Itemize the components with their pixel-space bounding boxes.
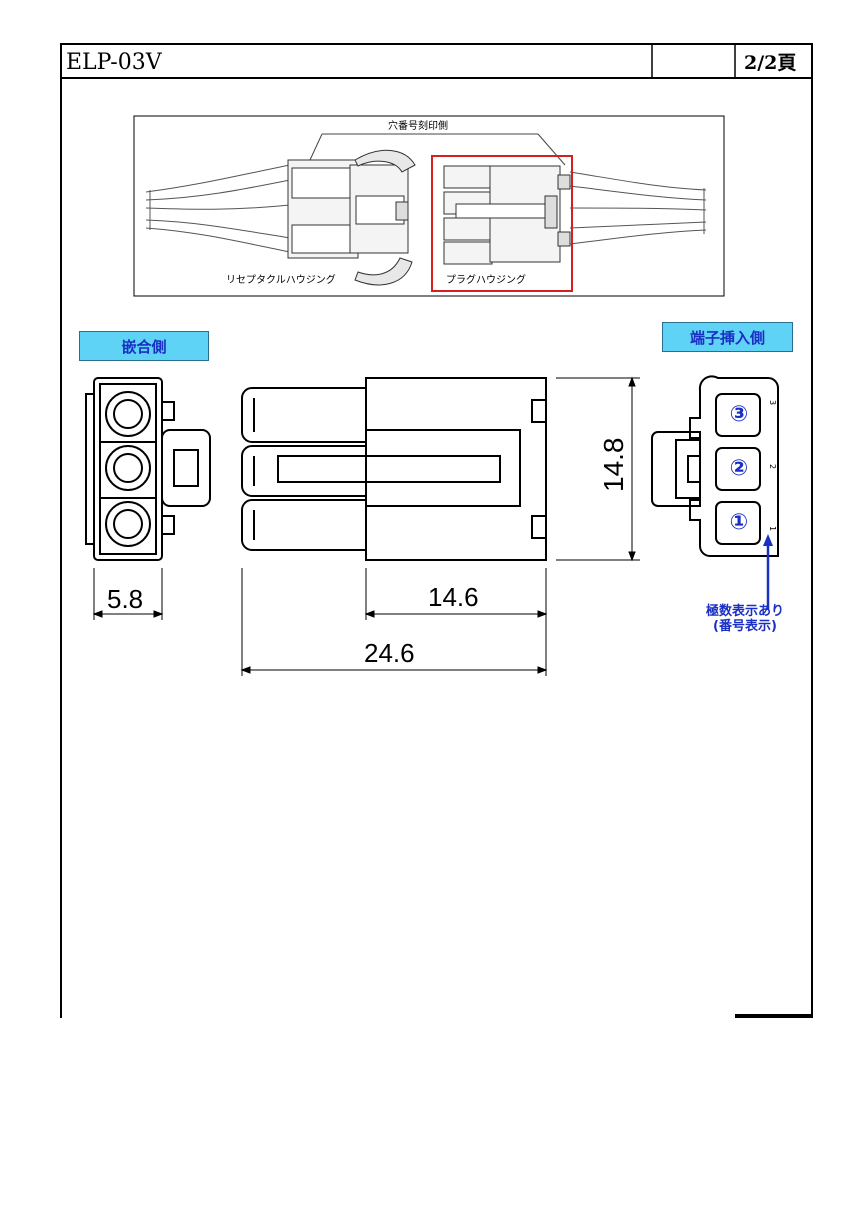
- plug-label: プラグハウジング: [446, 275, 526, 286]
- pin-1-number: ①: [729, 510, 749, 535]
- hole-marking-label: 穴番号刻印側: [388, 121, 448, 132]
- pin-2-mark: 2: [768, 463, 778, 470]
- dim-overall-length: 24.6: [364, 638, 415, 668]
- pin-3-mark: 3: [768, 399, 778, 406]
- terminal-insertion-label: 端子挿入側: [662, 322, 793, 352]
- pin-note-line2: (番号表示): [713, 619, 777, 634]
- page-number: 2/2頁: [744, 52, 797, 74]
- mating-side-label: 嵌合側: [79, 331, 209, 361]
- pin-2-number: ②: [729, 456, 749, 481]
- dim-body-length: 14.6: [428, 582, 479, 612]
- dim-width-left: 5.8: [107, 584, 144, 614]
- part-number: ELP-03V: [66, 50, 162, 75]
- pin-note-line1: 極数表示あり: [705, 604, 784, 619]
- pin-note: 極数表示あり (番号表示): [690, 604, 800, 634]
- plug-highlight-box: [431, 155, 573, 292]
- pin-1-mark: 1: [768, 525, 778, 532]
- pin-3-number: ③: [729, 402, 749, 427]
- receptacle-label: リセプタクルハウジング: [226, 275, 336, 286]
